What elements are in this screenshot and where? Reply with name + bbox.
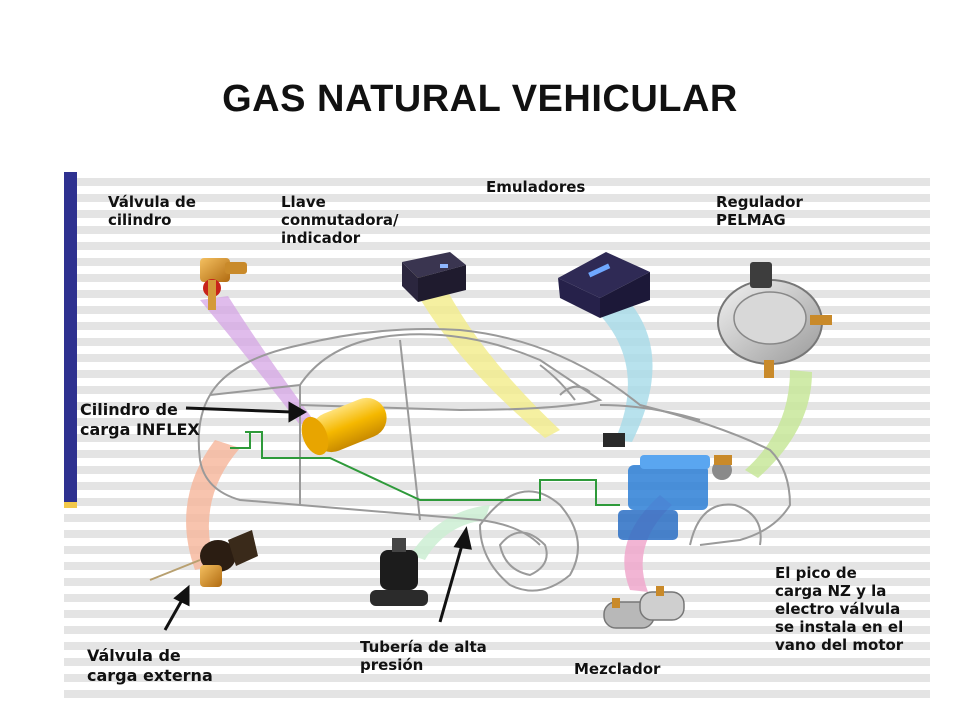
label-regulador: Regulador PELMAG [716,193,803,229]
beam-emulator-cyan [590,300,653,442]
beam-pipe-mint [410,505,490,560]
pipe-fitting [370,538,428,606]
label-pico-carga: El pico de carga NZ y la electro válvula… [775,564,904,654]
label-valvula-carga: Válvula de carga externa [87,646,213,685]
beam-valve-purple [200,296,312,425]
regulator [717,262,832,378]
engine [618,455,732,540]
mixer [603,586,685,629]
label-mezclador: Mezclador [574,660,661,678]
beam-mixer-pink [624,495,672,592]
beam-llave-yellow [405,272,560,438]
beam-charge-orange [186,440,240,570]
label-emuladores: Emuladores [486,178,586,196]
label-valvula-cilindro: Válvula de cilindro [108,193,196,229]
label-llave-conmutadora: Llave conmutadora/ indicador [281,193,399,247]
sidebar-accent [64,502,77,508]
car-outline [197,328,792,592]
sidebar-bar [64,172,77,502]
switch-indicator [402,252,466,302]
label-tuberia: Tubería de alta presión [360,638,487,674]
emulator-small [603,433,625,447]
arrows [163,401,472,631]
beam-regulator-green [745,370,812,478]
label-cilindro-carga: Cilindro de carga INFLEX [80,400,200,439]
emulator-box [558,252,650,318]
page-title: GAS NATURAL VEHICULAR [222,78,738,120]
pipe-line [245,431,620,506]
external-charge-valve [149,530,258,587]
gas-cylinder [301,397,387,456]
cylinder-valve [200,258,247,310]
